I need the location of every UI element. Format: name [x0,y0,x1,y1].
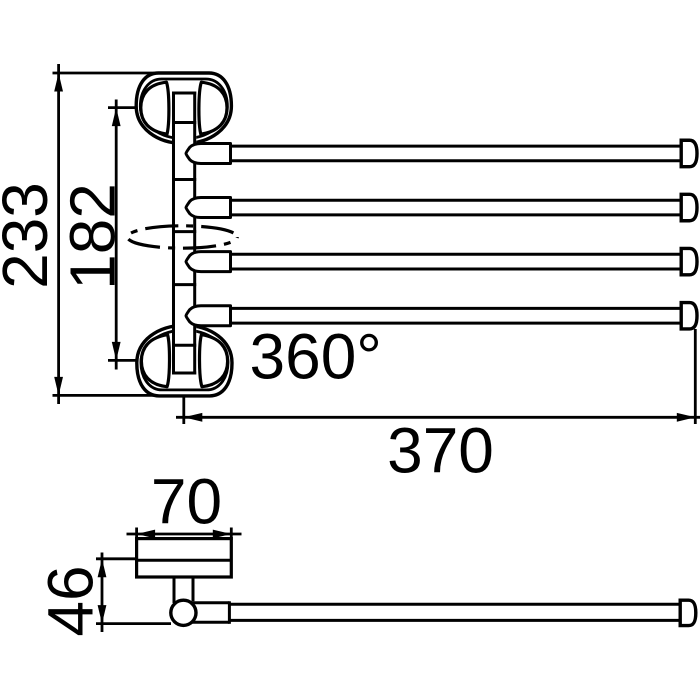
svg-text:360°: 360° [250,321,382,393]
svg-text:70: 70 [151,466,222,538]
svg-text:370: 370 [387,415,494,487]
svg-text:233: 233 [0,182,61,289]
svg-text:46: 46 [35,565,107,636]
svg-text:182: 182 [57,183,129,290]
